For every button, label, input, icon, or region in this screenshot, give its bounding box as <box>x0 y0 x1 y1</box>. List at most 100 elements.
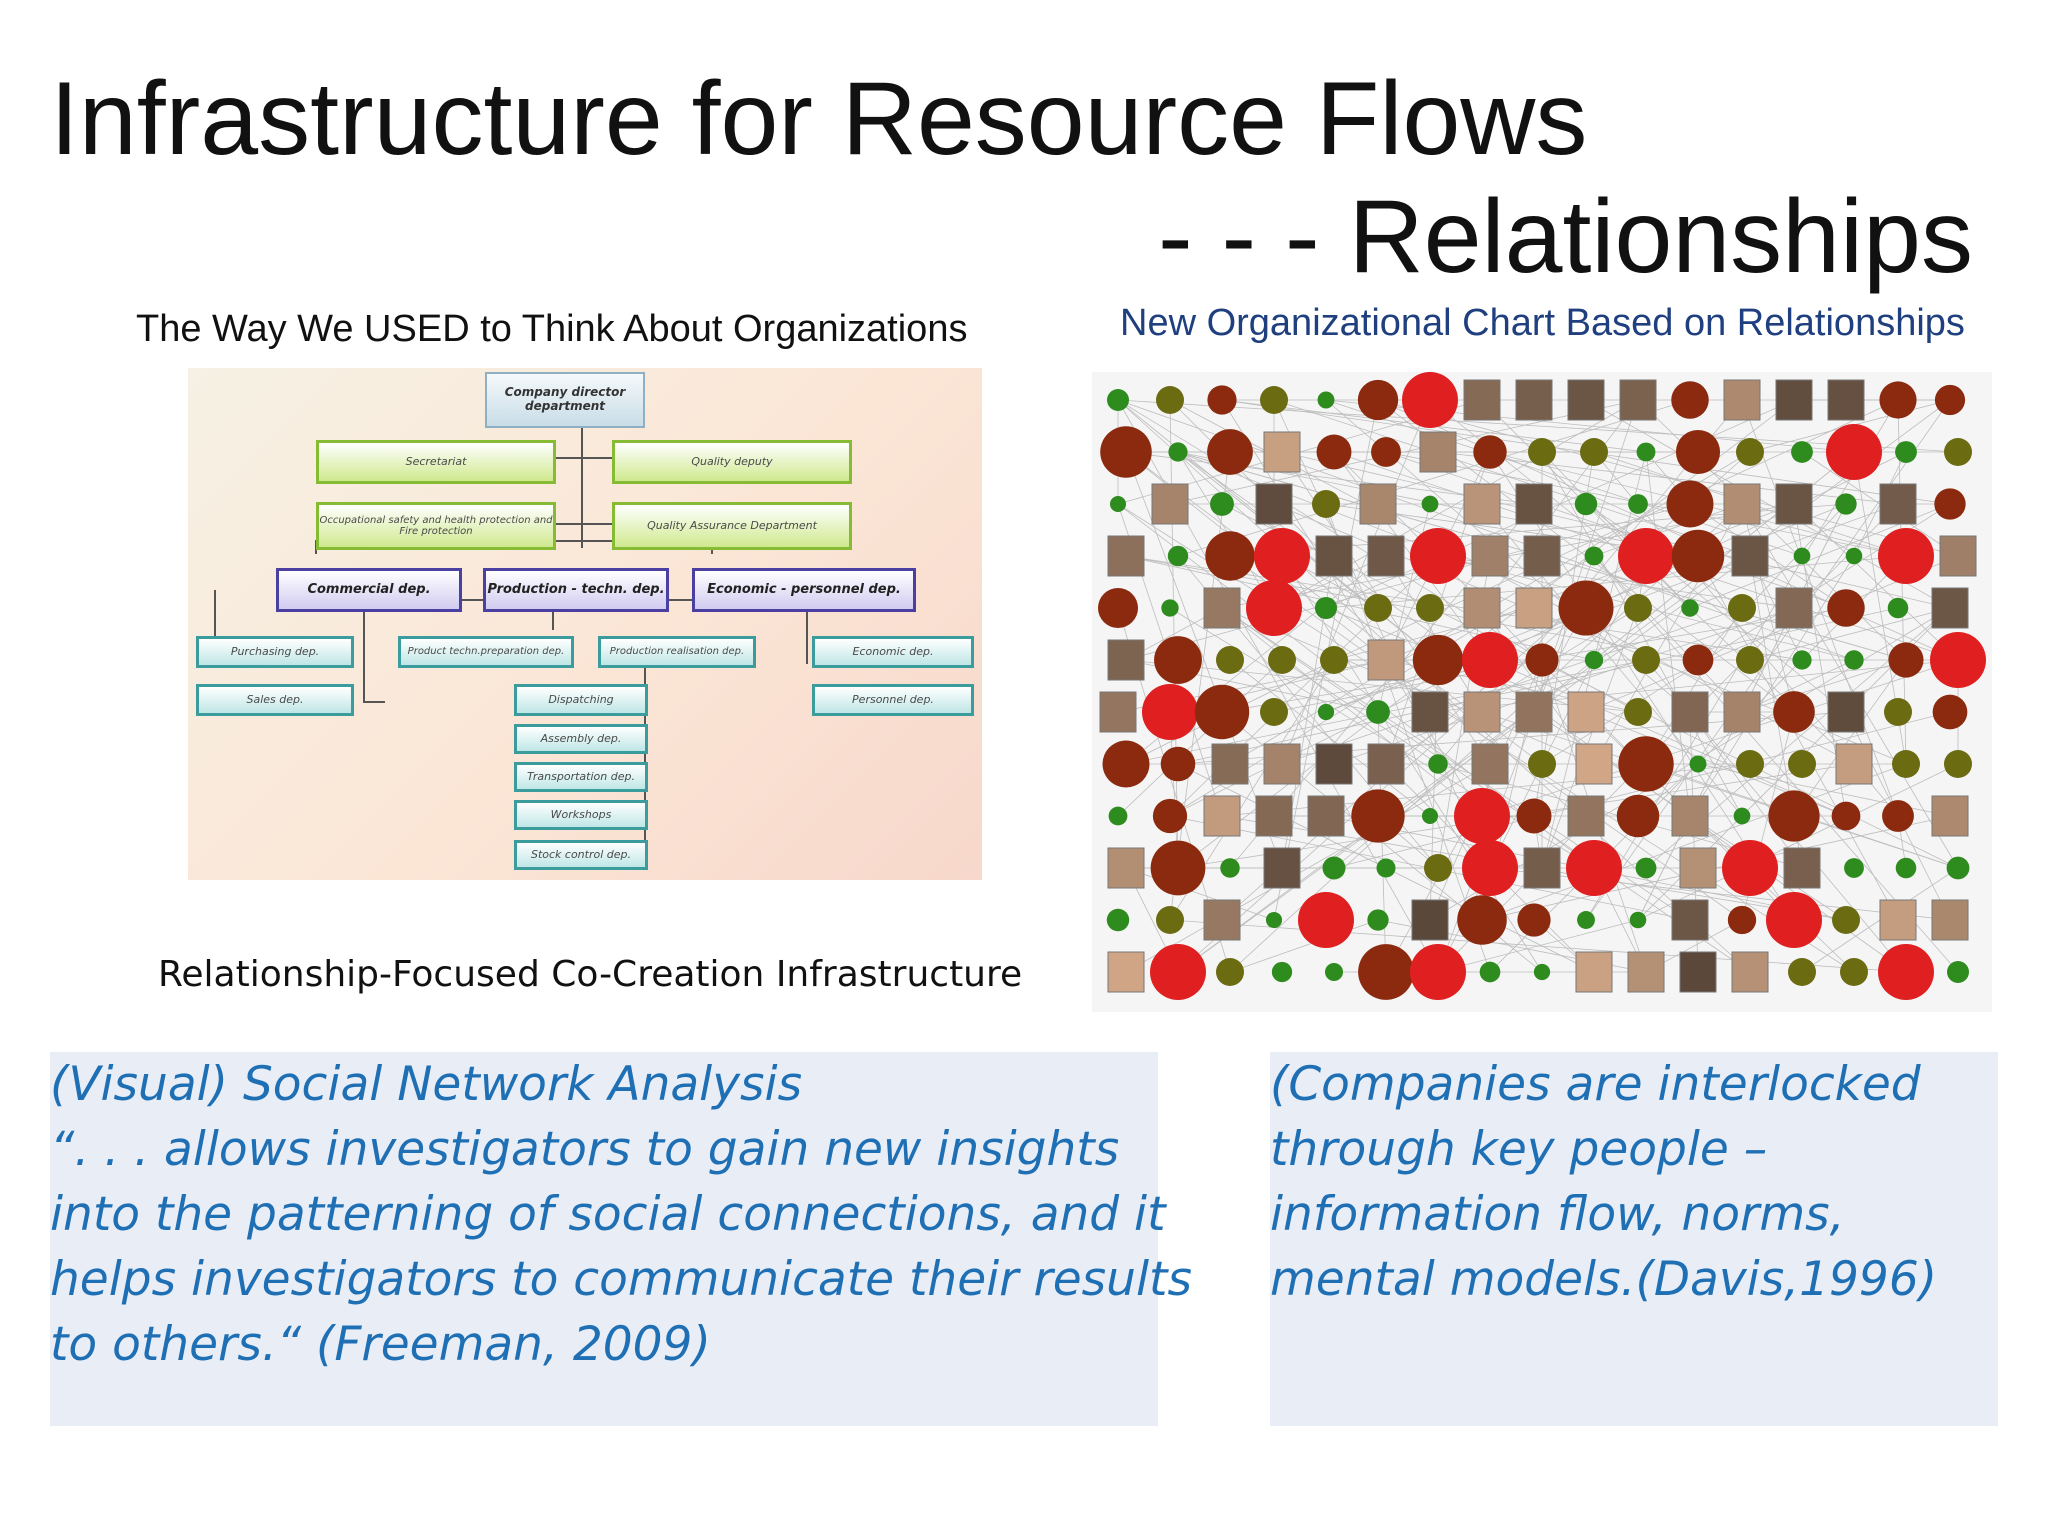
network-node <box>1317 703 1335 721</box>
network-photo-node <box>1567 795 1605 837</box>
network-node <box>1358 944 1414 1000</box>
network-node <box>1364 594 1392 622</box>
network-node <box>1207 429 1253 475</box>
network-edge <box>1281 451 1951 609</box>
network-node <box>1366 700 1390 724</box>
network-photo-node <box>1775 379 1813 421</box>
network-node <box>1628 494 1648 514</box>
network-photo-node <box>1515 483 1553 525</box>
quote-line: (Visual) Social Network Analysis <box>50 1057 803 1112</box>
network-edge <box>1481 607 1595 765</box>
network-node <box>1832 906 1860 934</box>
network-node <box>1528 438 1556 466</box>
network-node <box>1736 438 1764 466</box>
network-photo-node <box>1367 639 1405 681</box>
network-photo-node <box>1315 743 1353 785</box>
network-node <box>1528 750 1556 778</box>
network-node <box>1736 750 1764 778</box>
network-edge <box>1541 451 1743 817</box>
network-hub-node <box>1142 684 1198 740</box>
network-hub-node <box>1878 944 1934 1000</box>
quote-line: mental models.(Davis,1996) <box>1270 1252 1938 1307</box>
network-node <box>1424 854 1452 882</box>
network-node <box>1728 594 1756 622</box>
network-photo-node <box>1775 483 1813 525</box>
network-node <box>1636 442 1656 462</box>
org-box-quality-deputy: Quality deputy <box>612 440 852 484</box>
network-photo-node <box>1939 535 1977 577</box>
network-photo-node <box>1679 847 1717 889</box>
network-node <box>1367 909 1389 931</box>
network-photo-node <box>1835 743 1873 785</box>
network-node <box>1635 857 1657 879</box>
network-photo-node <box>1575 951 1613 993</box>
network-node <box>1944 438 1972 466</box>
network-node <box>1879 381 1917 419</box>
network-node <box>1265 911 1283 929</box>
network-node <box>1156 906 1184 934</box>
network-node <box>1314 596 1338 620</box>
network-node <box>1351 789 1405 843</box>
network-photo-node <box>1263 847 1301 889</box>
network-photo-node <box>1463 587 1501 629</box>
network-node <box>1675 429 1721 475</box>
network-node <box>1533 963 1551 981</box>
network-node <box>1371 437 1401 467</box>
social-network-image <box>1092 372 1992 1012</box>
network-photo-node <box>1107 639 1145 681</box>
network-photo-node <box>1515 691 1553 733</box>
network-photo-node <box>1211 743 1249 785</box>
network-node <box>1106 908 1130 932</box>
network-photo-node <box>1515 379 1553 421</box>
network-photo-node <box>1775 587 1813 629</box>
network-node <box>1947 961 1969 983</box>
org-box-commercial: Commercial dep. <box>276 568 462 612</box>
slide-title-line1: Infrastructure for Resource Flows <box>50 61 1588 177</box>
network-node <box>1100 426 1152 478</box>
network-node <box>1516 798 1552 834</box>
network-photo-node <box>1783 847 1821 889</box>
network-photo-node <box>1879 483 1917 525</box>
network-photo-node <box>1463 483 1501 525</box>
network-node <box>1682 644 1714 676</box>
org-chart-image: Company director department Secretariat … <box>188 368 982 880</box>
network-photo-node <box>1203 795 1241 837</box>
network-photo-node <box>1567 691 1605 733</box>
network-edge <box>1689 711 1803 869</box>
network-photo-node <box>1523 847 1561 889</box>
network-node <box>1457 895 1507 945</box>
network-photo-node <box>1107 535 1145 577</box>
org-box-transportation: Transportation dep. <box>514 762 648 792</box>
network-node <box>1160 746 1196 782</box>
org-box-product-prep: Product techn.preparation dep. <box>398 636 574 668</box>
org-box-production: Production - techn. dep. <box>483 568 669 612</box>
network-edge <box>1117 399 1959 453</box>
network-node <box>1788 958 1816 986</box>
quote-line: to others.“ (Freeman, 2009) <box>50 1317 711 1372</box>
network-edge <box>1541 607 1639 869</box>
network-hub-node <box>1462 632 1518 688</box>
org-box-secretariat: Secretariat <box>316 440 556 484</box>
network-photo-node <box>1731 951 1769 993</box>
network-edge <box>1689 555 1855 817</box>
network-node <box>1260 386 1288 414</box>
network-photo-node <box>1471 535 1509 577</box>
network-photo-node <box>1679 951 1717 993</box>
network-photo-node <box>1931 899 1969 941</box>
network-node <box>1574 492 1598 516</box>
org-box-purchasing: Purchasing dep. <box>196 636 354 668</box>
network-photo-node <box>1463 691 1501 733</box>
network-node <box>1108 806 1128 826</box>
network-node <box>1844 858 1864 878</box>
network-photo-node <box>1255 795 1293 837</box>
network-photo-node <box>1263 431 1301 473</box>
network-node <box>1629 911 1647 929</box>
network-edge <box>1481 659 1959 817</box>
network-hub-node <box>1826 424 1882 480</box>
network-photo-node <box>1575 743 1613 785</box>
quote-line: through key people – <box>1270 1122 1768 1177</box>
network-node <box>1421 807 1439 825</box>
network-node <box>1473 435 1507 469</box>
org-box-occupational-safety: Occupational safety and health protectio… <box>316 502 556 550</box>
network-node <box>1934 488 1966 520</box>
